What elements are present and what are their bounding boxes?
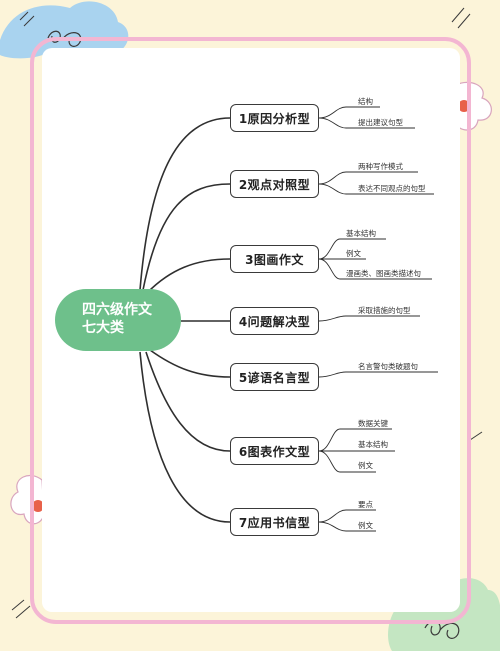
leaf-1-1: 结构: [358, 97, 373, 106]
leaf-3-2: 例文: [346, 249, 361, 258]
stroke-marks: [11, 7, 483, 619]
root-connectors: [139, 117, 231, 523]
leaf-6-2: 基本结构: [358, 440, 388, 449]
branch-node-2: 2观点对照型: [230, 170, 319, 198]
frame-border: [30, 37, 471, 624]
leaf-4-1: 采取措施的句型: [358, 306, 411, 315]
leaf-6-3: 例文: [358, 461, 373, 470]
leaf-2-1: 两种写作模式: [358, 162, 403, 171]
leaf-3-3: 漫画类、图画类描述句: [346, 269, 421, 278]
branch-node-7: 7应用书信型: [230, 508, 319, 536]
leaf-5-1: 名言警句类破题句: [358, 362, 418, 371]
leaf-1-2: 提出建议句型: [358, 118, 403, 127]
branch-node-1: 1原因分析型: [230, 104, 319, 132]
root-title-line1: 四六级作文: [82, 302, 152, 318]
leaf-7-1: 要点: [358, 500, 373, 509]
leaf-3-1: 基本结构: [346, 229, 376, 238]
root-node: 四六级作文 七大类: [55, 289, 181, 351]
flower-left-bottom: [10, 475, 45, 525]
leaf-connectors: [318, 106, 438, 532]
root-title-line2: 七大类: [82, 320, 124, 336]
leaf-7-2: 例文: [358, 521, 373, 530]
leaf-2-2: 表达不同观点的句型: [358, 184, 426, 193]
branch-node-5: 5谚语名言型: [230, 363, 319, 391]
branch-node-3: 3图画作文: [230, 245, 319, 273]
branch-node-4: 4问题解决型: [230, 307, 319, 335]
leaf-6-1: 数据关键: [358, 419, 388, 428]
branch-node-6: 6图表作文型: [230, 437, 319, 465]
